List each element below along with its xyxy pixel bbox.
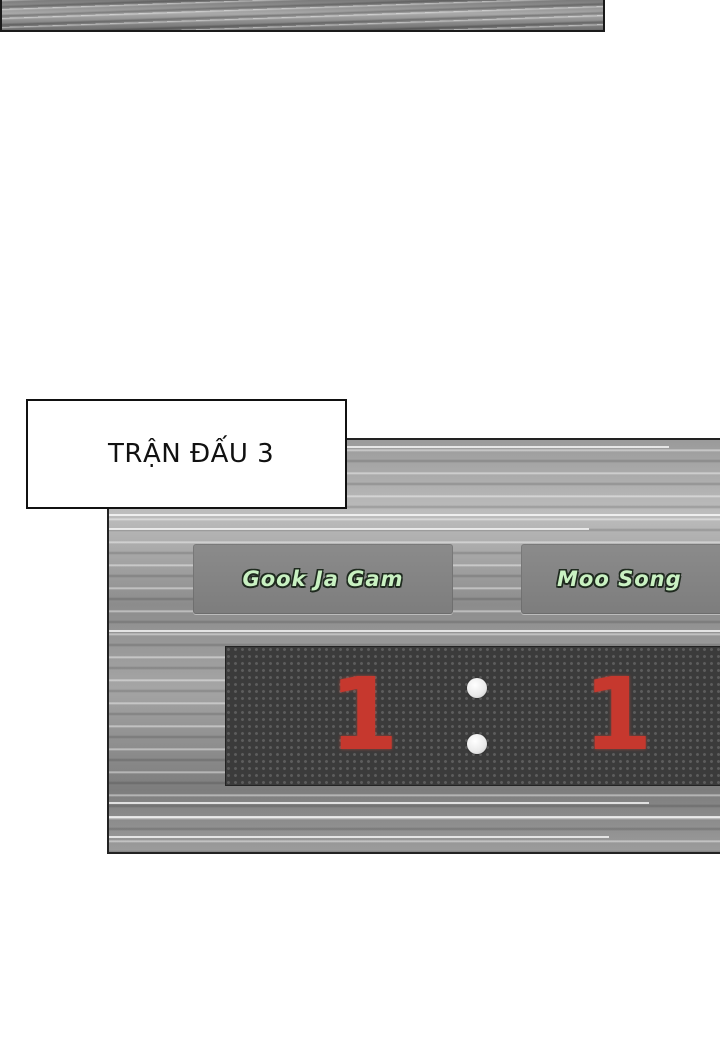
- score-right: 1: [583, 656, 653, 773]
- caption-box: TRẬN ĐẤU 3: [26, 399, 347, 509]
- top-panel-fragment: [0, 0, 605, 32]
- speed-line: [109, 514, 720, 516]
- team-name-left: Gook Ja Gam: [242, 567, 404, 591]
- colon-dot-bottom: [467, 734, 487, 754]
- team-plate-left: Gook Ja Gam: [193, 544, 453, 614]
- speed-line: [109, 802, 649, 804]
- speed-line: [109, 816, 720, 818]
- team-name-right: Moo Song: [557, 567, 682, 591]
- scoreboard-panel: Gook Ja Gam Moo Song 1 1: [107, 438, 720, 854]
- speed-line: [109, 836, 609, 838]
- team-plate-right: Moo Song: [521, 544, 720, 614]
- caption-text: TRẬN ĐẤU 3: [108, 439, 275, 469]
- colon-dot-top: [467, 678, 487, 698]
- speed-line: [109, 630, 720, 632]
- speed-line: [109, 446, 669, 448]
- score-left: 1: [329, 656, 399, 773]
- led-score-display: 1 1: [225, 646, 720, 786]
- speed-line: [109, 528, 589, 530]
